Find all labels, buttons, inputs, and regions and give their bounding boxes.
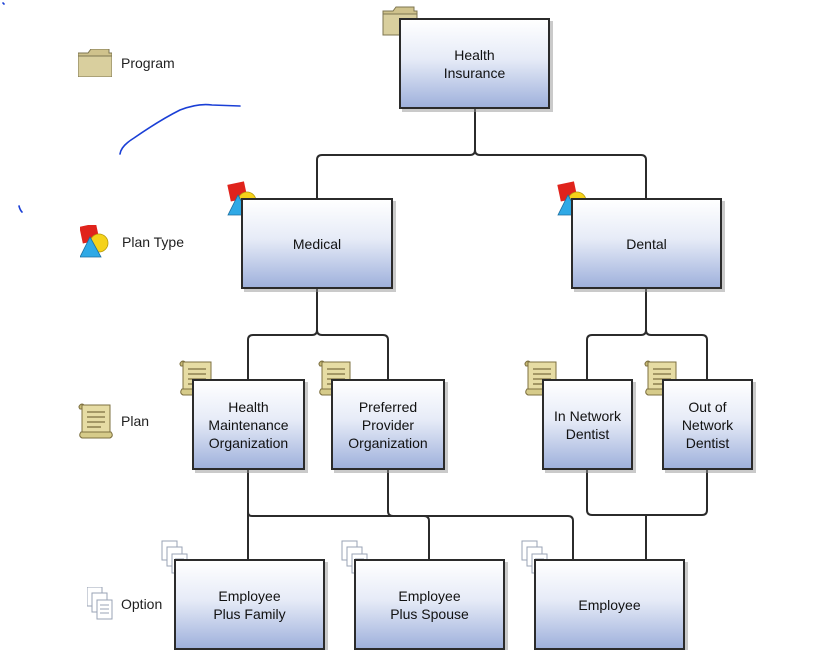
connector-medical-to-plans [247, 288, 389, 380]
legend-label-plan: Plan [121, 413, 150, 429]
annotation-strokes [2, 2, 241, 213]
folder-icon [78, 49, 112, 77]
connector-plans-to-options [247, 469, 574, 560]
scroll-icon [78, 403, 113, 439]
node-plan-out-of-network-dentist[interactable]: Out of Network Dentist [662, 379, 753, 470]
node-program-health-insurance[interactable]: Health Insurance [399, 18, 550, 109]
node-option-employee-plus-family[interactable]: Employee Plus Family [174, 559, 325, 650]
node-plan-type-medical[interactable]: Medical [241, 198, 393, 289]
node-plan-type-dental[interactable]: Dental [571, 198, 722, 289]
legend-item-plan: Plan [78, 403, 149, 439]
node-option-employee[interactable]: Employee [534, 559, 685, 650]
connector-program-to-plantypes [316, 108, 647, 199]
legend-label-program: Program [121, 55, 175, 71]
legend-item-option: Option [87, 587, 162, 621]
connector-dental-to-plans [586, 288, 708, 380]
annotation-curve [119, 103, 241, 155]
annotation-dot [2, 2, 5, 5]
legend-item-program: Program [78, 49, 175, 77]
plan-type-shapes-icon [80, 225, 109, 258]
legend-label-option: Option [121, 596, 163, 612]
legend-item-plan-type: Plan Type [80, 225, 184, 259]
node-option-employee-plus-spouse[interactable]: Employee Plus Spouse [354, 559, 505, 650]
connectors [247, 108, 708, 560]
legend-label-plan-type: Plan Type [122, 234, 185, 250]
documents-icon [87, 587, 113, 620]
node-plan-in-network-dentist[interactable]: In Network Dentist [542, 379, 633, 470]
connector-dental-plans-to-employee [586, 469, 708, 560]
node-plan-ppo[interactable]: Preferred Provider Organization [331, 379, 445, 470]
annotation-tick [18, 205, 23, 213]
node-plan-hmo[interactable]: Health Maintenance Organization [192, 379, 305, 470]
